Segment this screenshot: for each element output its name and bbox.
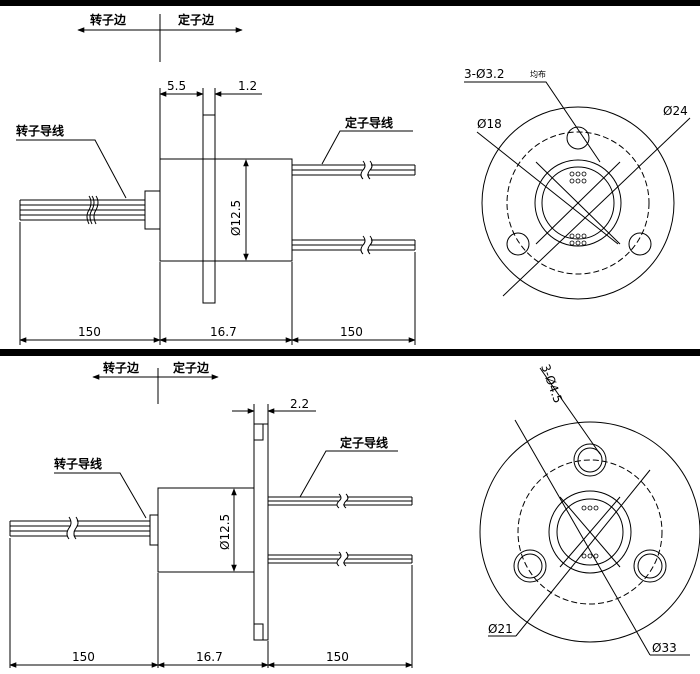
bottom-dim-body-dia: Ø12.5 [218, 514, 232, 550]
bottom-mount-hole-1 [573, 443, 607, 477]
bottom-dim-right: 150 [326, 650, 349, 664]
top-mount-hole-1 [566, 126, 590, 150]
top-drawing: 转子边 定子边 [0, 0, 700, 356]
bottom-dim-2-2: 2.2 [290, 397, 309, 411]
bottom-dim-left: 150 [72, 650, 95, 664]
top-mount-hole-2 [506, 232, 530, 256]
top-holes-leader [464, 81, 601, 163]
top-mount-hole-3 [628, 232, 652, 256]
top-stator-lead-leader [321, 130, 413, 165]
bottom-side-view [9, 423, 413, 641]
top-dia-inner: Ø18 [477, 117, 502, 131]
top-stator-lead-label: 定子导线 [345, 115, 393, 130]
top-holes-note: 均布 [530, 69, 546, 79]
top-side-view [19, 114, 416, 304]
top-dim-body-dia: Ø12.5 [229, 200, 243, 236]
bottom-dim-mid: 16.7 [196, 650, 223, 664]
top-holes-label: 3-Ø3.2 [464, 67, 505, 81]
top-dim-mid: 16.7 [210, 325, 237, 339]
bottom-dia-inner: Ø21 [488, 622, 513, 636]
top-dim-5-5: 5.5 [167, 79, 186, 93]
top-rotor-lead-label: 转子导线 [16, 123, 64, 138]
bottom-rotor-lead-leader [54, 472, 147, 519]
bottom-mount-hole-2 [513, 549, 547, 583]
bottom-rotor-lead-label: 转子导线 [54, 456, 102, 471]
top-dim-left: 150 [78, 325, 101, 339]
top-dim-right: 150 [340, 325, 363, 339]
bottom-dia-outer: Ø33 [652, 641, 677, 655]
bottom-stator-lead-label: 定子导线 [340, 435, 388, 450]
bottom-rotor-side-label: 转子边 [103, 360, 140, 375]
top-rotor-side-label: 转子边 [90, 12, 127, 27]
bottom-end-view [479, 421, 700, 643]
top-dia-outer: Ø24 [663, 104, 688, 118]
top-stator-side-label: 定子边 [178, 12, 215, 27]
bottom-stator-side-label: 定子边 [173, 360, 210, 375]
bottom-mount-hole-3 [633, 549, 667, 583]
separator-bar [0, 349, 700, 356]
top-border-bar [0, 0, 700, 6]
bottom-stator-lead-leader [299, 450, 398, 498]
top-dim-1-2: 1.2 [238, 79, 257, 93]
bottom-drawing: 转子边 定子边 [9, 360, 700, 668]
top-rotor-lead-leader [16, 139, 127, 199]
top-end-view [481, 106, 675, 300]
